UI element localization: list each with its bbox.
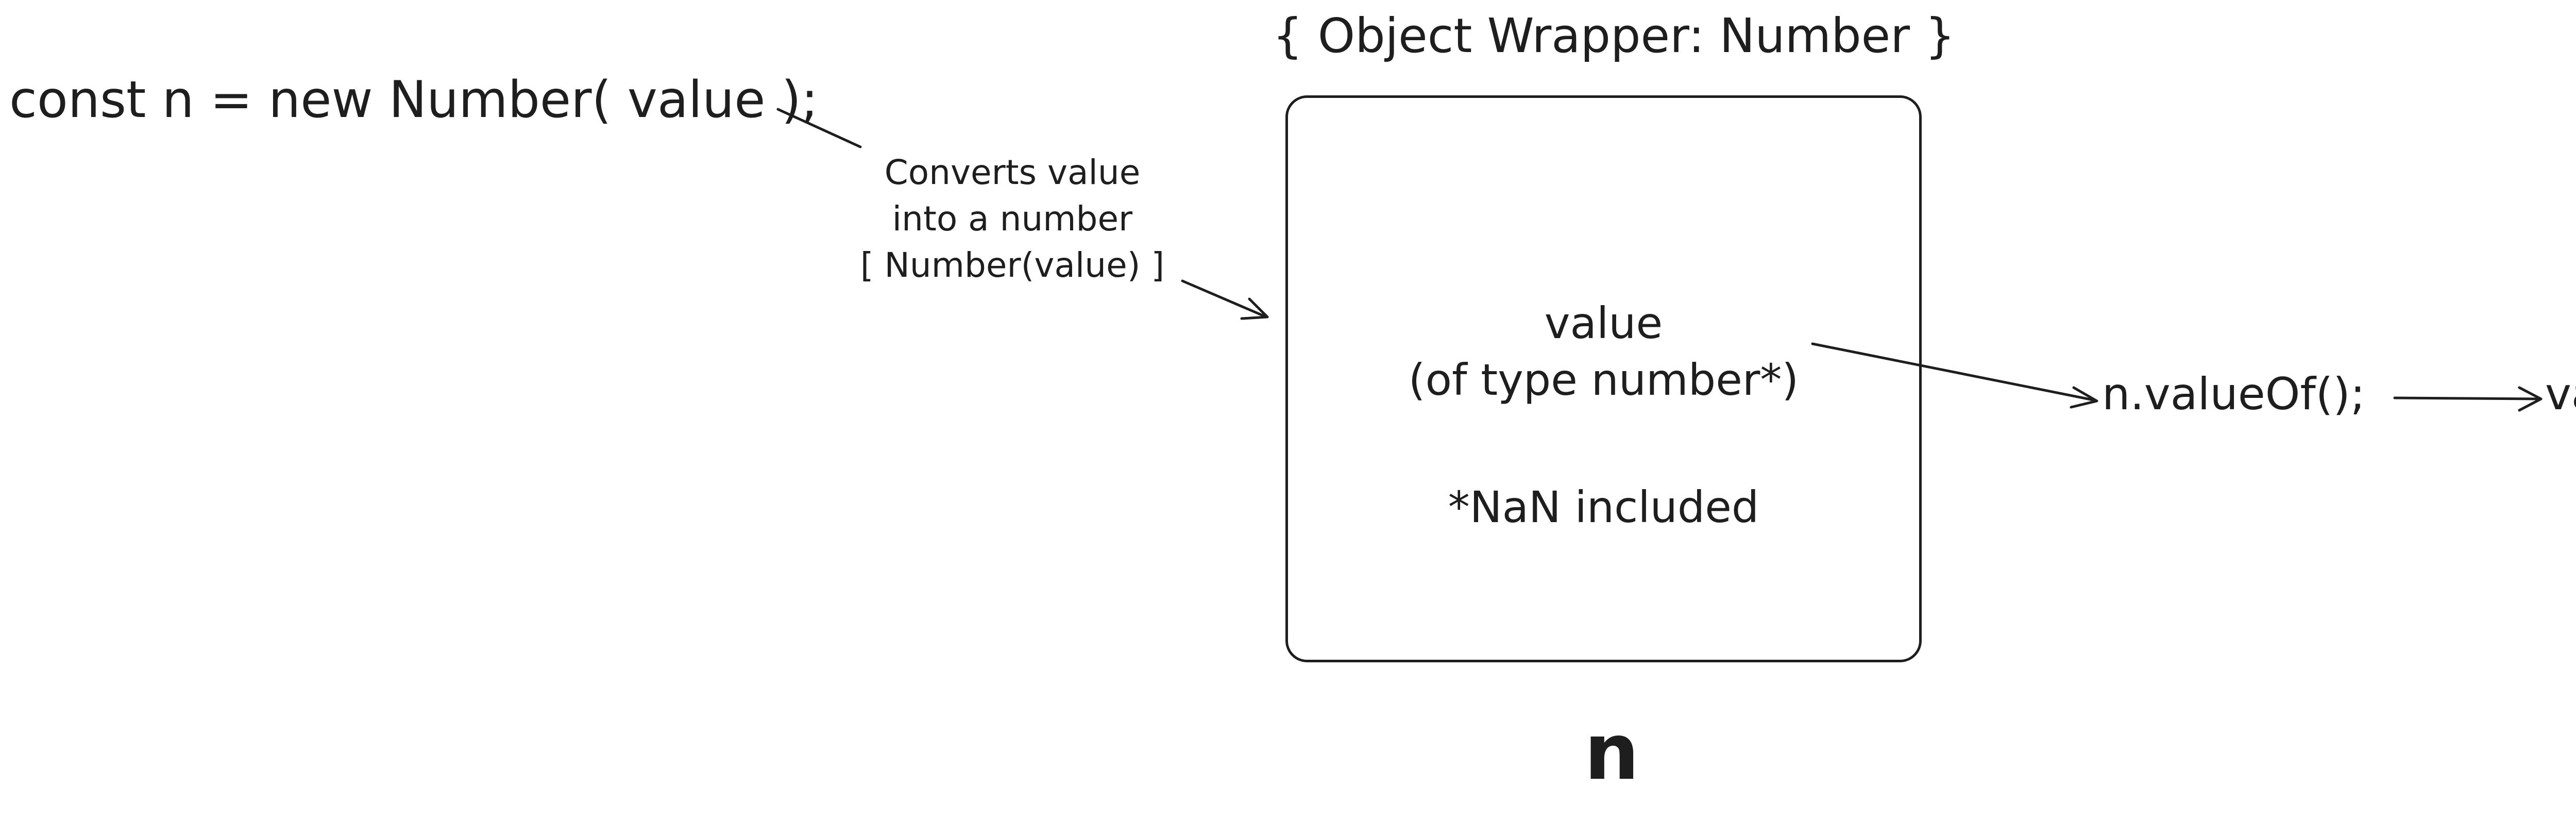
code-declaration: const n = new Number( value ); (9, 71, 818, 129)
variable-name: n (1584, 708, 1639, 797)
value-to-method-arrowhead (2070, 386, 2098, 409)
valueof-call: n.valueOf(); (2102, 369, 2365, 420)
note-to-box-arrow (1181, 279, 1268, 319)
box-value-label: value (1544, 298, 1663, 348)
annotation-line-1: Converts value (884, 153, 1141, 192)
annotation-line-3: [ Number(value) ] (860, 245, 1165, 285)
method-to-result-arrowhead (2518, 386, 2543, 412)
code-to-note-connector (776, 108, 862, 148)
valueof-result: value (2545, 369, 2576, 420)
box-footnote: *NaN included (1448, 482, 1759, 532)
value-to-method-arrow (1811, 342, 2097, 402)
wrapper-title: { Object Wrapper: Number } (1273, 8, 1955, 63)
conversion-annotation: Converts value into a number [ Number(va… (858, 149, 1167, 289)
annotation-line-2: into a number (892, 199, 1133, 239)
number-object-box (1285, 95, 1922, 662)
note-to-box-arrowhead (1240, 297, 1269, 320)
box-type-label: (of type number*) (1408, 355, 1799, 405)
method-to-result-arrow (2393, 396, 2541, 400)
